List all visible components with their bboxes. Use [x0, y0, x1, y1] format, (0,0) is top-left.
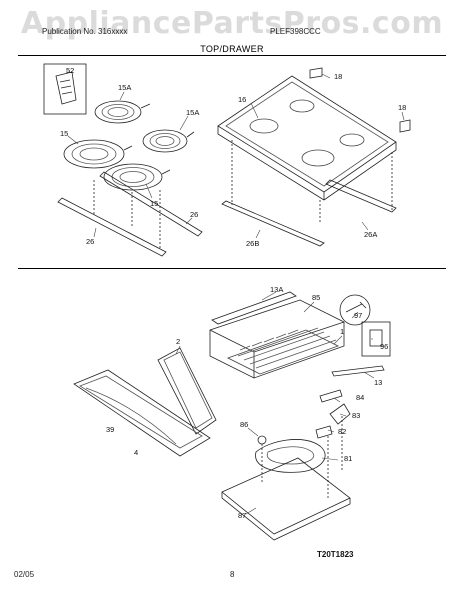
- element-15a-left: [94, 100, 151, 124]
- label-84: 84: [356, 393, 364, 402]
- inset-box-52: [43, 63, 87, 115]
- publication-number: Publication No. 316xxxx: [42, 27, 128, 36]
- drawer-bottom-87: [221, 457, 351, 541]
- label-39: 39: [106, 425, 114, 434]
- label-15a-right: 15A: [186, 108, 199, 117]
- label-15-mid: 15: [150, 199, 158, 208]
- leader-dashes: [93, 180, 161, 250]
- trim-26a: [325, 179, 397, 213]
- drawer-rack-13a: [211, 291, 297, 325]
- rail-26-left: [57, 197, 167, 257]
- label-18-top: 18: [334, 72, 342, 81]
- drawer-panel-2: [157, 347, 217, 435]
- label-26-right: 26: [190, 210, 198, 219]
- label-86: 86: [240, 420, 248, 429]
- trim-26b: [221, 200, 325, 247]
- rail-13: [331, 365, 385, 377]
- label-4: 4: [134, 448, 138, 457]
- label-13a: 13A: [270, 285, 283, 294]
- label-85: 85: [312, 293, 320, 302]
- label-26-left: 26: [86, 237, 94, 246]
- cooktop-16: [217, 75, 397, 201]
- label-26a: 26A: [364, 230, 377, 239]
- cooktop-leaders: [231, 140, 393, 222]
- label-87: 87: [238, 511, 246, 520]
- part-84: [319, 389, 343, 403]
- section-title: TOP/DRAWER: [200, 44, 264, 54]
- element-15-left: [63, 139, 133, 169]
- hinge-18-right: [399, 119, 411, 133]
- screw-97-callout: [339, 294, 371, 326]
- element-15-center: [103, 163, 171, 191]
- clip-96-callout: [361, 321, 391, 357]
- label-18-right: 18: [398, 103, 406, 112]
- rail-26-right: [99, 171, 203, 237]
- footer-date: 02/05: [14, 570, 35, 579]
- watermark: AppliancePartsPros.com: [20, 6, 444, 41]
- part-83: [329, 403, 351, 425]
- drawer-front-4: [73, 369, 211, 457]
- label-13: 13: [374, 378, 382, 387]
- label-52: 52: [66, 66, 74, 75]
- hinge-18-top: [309, 67, 323, 79]
- label-96: 96: [380, 342, 388, 351]
- label-83: 83: [352, 411, 360, 420]
- element-15a-right: [142, 129, 195, 153]
- label-26b: 26B: [246, 239, 259, 248]
- clip-86: [257, 435, 267, 445]
- label-1: 1: [340, 327, 344, 336]
- label-2: 2: [176, 337, 180, 346]
- figure-reference: T20T1823: [317, 550, 354, 559]
- bake-element-81: [255, 439, 326, 473]
- label-15: 15: [60, 129, 68, 138]
- bottom-leaders: [261, 416, 343, 498]
- header-rule: [18, 55, 446, 56]
- label-15a-left: 15A: [118, 83, 131, 92]
- drawer-85: [209, 299, 345, 379]
- label-97: 97: [354, 311, 362, 320]
- leader-lines: [66, 71, 405, 515]
- label-16: 16: [238, 95, 246, 104]
- section-divider: [18, 268, 446, 269]
- footer-page-number: 8: [230, 570, 235, 579]
- model-number: PLEF398CCC: [270, 27, 321, 36]
- label-81: 81: [344, 454, 352, 463]
- part-82: [315, 425, 333, 439]
- label-82: 82: [338, 427, 346, 436]
